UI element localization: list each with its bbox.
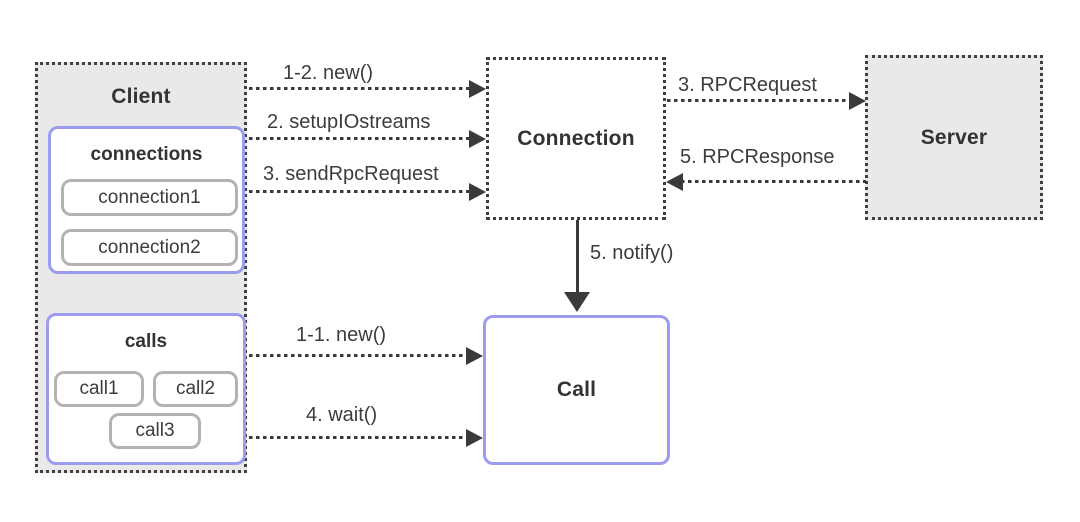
- connection2-item: connection2: [61, 229, 238, 266]
- connection-title: Connection: [517, 126, 635, 150]
- dotted-line: [249, 137, 471, 140]
- dotted-line: [249, 87, 471, 90]
- call1-item: call1: [54, 371, 144, 407]
- edge-label-rpc-request: 3. RPCRequest: [678, 74, 817, 96]
- server-title: Server: [920, 125, 988, 149]
- client-box: Client connections connection1 connectio…: [35, 62, 247, 473]
- calls-group: calls call1 call2 call3: [46, 313, 246, 465]
- call2-item: call2: [153, 371, 238, 407]
- edge-label-send-rpc-request: 3. sendRpcRequest: [263, 163, 439, 185]
- arrowhead-right-icon: [466, 347, 483, 365]
- arrow-connection-to-call-notify-line: [576, 220, 579, 294]
- arrow-calls-to-call-new: [249, 346, 483, 366]
- call-box: Call: [483, 315, 670, 465]
- arrowhead-down-icon: [564, 292, 590, 312]
- server-box: Server: [865, 55, 1043, 220]
- arrowhead-right-icon: [469, 80, 486, 98]
- call-title: Call: [556, 378, 597, 401]
- dotted-line: [249, 436, 468, 439]
- edge-label-rpc-response: 5. RPCResponse: [680, 146, 835, 168]
- calls-title: calls: [124, 331, 168, 352]
- connection1-item: connection1: [61, 179, 238, 216]
- client-title: Client: [111, 85, 171, 108]
- dotted-line: [681, 180, 866, 183]
- arrow-client-to-connection-sendrpc: [249, 182, 486, 202]
- edge-label-new-1-2: 1-2. new(): [283, 62, 374, 84]
- arrowhead-right-icon: [469, 130, 486, 148]
- connections-group: connections connection1 connection2: [48, 126, 245, 274]
- arrowhead-right-icon: [849, 92, 866, 110]
- arrowhead-left-icon: [666, 173, 683, 191]
- arrowhead-right-icon: [466, 429, 483, 447]
- dotted-line: [667, 99, 851, 102]
- arrow-client-to-connection-new: [249, 79, 486, 99]
- call3-item: call3: [109, 413, 201, 449]
- arrowhead-right-icon: [469, 183, 486, 201]
- arrow-client-to-connection-setup: [249, 129, 486, 149]
- connection-box: Connection: [486, 57, 666, 220]
- edge-label-notify: 5. notify(): [590, 242, 674, 264]
- edge-label-wait: 4. wait(): [306, 404, 378, 426]
- edge-label-new-1-1: 1-1. new(): [296, 324, 387, 346]
- edge-label-setup-io-streams: 2. setupIOstreams: [267, 111, 431, 133]
- arrow-connection-to-server-request: [667, 91, 866, 111]
- dotted-line: [249, 354, 468, 357]
- dotted-line: [249, 190, 471, 193]
- arrow-calls-to-call-wait: [249, 428, 483, 448]
- arrow-server-to-connection-response: [666, 172, 866, 192]
- connections-title: connections: [90, 144, 203, 165]
